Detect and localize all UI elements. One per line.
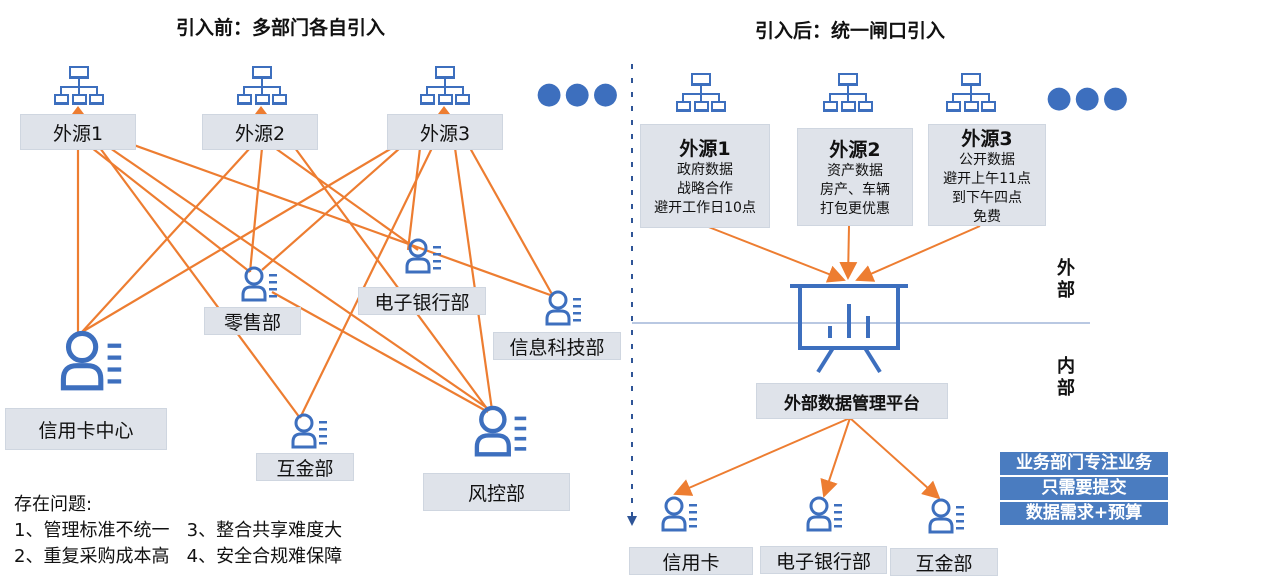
dept-ebank: 电子银行部: [358, 287, 486, 315]
after-source-2-line: 打包更优惠: [820, 201, 890, 217]
side-internal: 内 部: [1054, 356, 1078, 400]
issues-heading: 存在问题:: [14, 494, 93, 515]
platform-icon: [790, 284, 908, 374]
before-source-1: 外源1: [20, 114, 136, 150]
note-line: 业务部门专注业务: [1000, 452, 1168, 475]
after-source-3-line: 免费: [973, 208, 1001, 225]
after-source-3-line: 避开上午11点: [943, 170, 1031, 187]
before-ellipsis-icon: ●●●: [536, 76, 621, 111]
before-source-2: 外源2: [202, 114, 318, 150]
after-source-1-line: 战略合作: [677, 181, 733, 197]
after-dept-ebank: 电子银行部: [760, 546, 887, 574]
dept-credit-center: 信用卡中心: [5, 408, 167, 450]
issues-block: 存在问题: 1、管理标准不统一 3、整合共享难度大 2、重复采购成本高 4、安全…: [14, 492, 342, 570]
dept-fintech: 互金部: [256, 453, 354, 481]
side-internal-char: 部: [1057, 378, 1075, 399]
after-source-3-line: 公开数据: [959, 151, 1015, 168]
before-source-3: 外源3: [387, 114, 503, 150]
after-dept-credit: 信用卡: [629, 547, 753, 575]
side-external-char: 部: [1057, 280, 1075, 301]
after-source-1: 外源1 政府数据 战略合作 避开工作日10点: [640, 124, 770, 228]
after-source-2-name: 外源2: [829, 139, 881, 161]
after-source-1-line: 避开工作日10点: [654, 200, 756, 216]
note-line: 数据需求+预算: [1000, 502, 1168, 525]
dept-itech: 信息科技部: [493, 332, 621, 360]
after-source-icons: [676, 73, 996, 112]
after-source-3-line: 到下午四点: [952, 189, 1022, 206]
after-source-2: 外源2 资产数据 房产、车辆 打包更优惠: [797, 128, 913, 226]
note-line: 只需要提交: [1000, 477, 1168, 500]
side-external-char: 外: [1057, 258, 1075, 279]
side-internal-char: 内: [1057, 356, 1075, 377]
after-department-icons: [661, 496, 966, 534]
dept-risk: 风控部: [423, 473, 570, 511]
platform-label: 外部数据管理平台: [756, 383, 948, 419]
after-ellipsis-icon: ●●●: [1046, 80, 1131, 115]
side-external: 外 部: [1054, 258, 1078, 302]
before-title: 引入前：多部门各自引入: [176, 17, 386, 39]
dept-retail: 零售部: [204, 307, 301, 335]
divider: [627, 64, 637, 526]
after-source-2-line: 房产、车辆: [820, 182, 890, 198]
after-connections: [673, 225, 981, 500]
business-focus-note: 业务部门专注业务 只需要提交 数据需求+预算: [1000, 452, 1168, 527]
issues-line-2: 2、重复采购成本高 4、安全合规难保障: [14, 546, 343, 567]
after-source-3-name: 外源3: [961, 127, 1013, 150]
before-connections: [76, 138, 554, 419]
after-dept-fintech: 互金部: [890, 548, 998, 576]
after-source-1-line: 政府数据: [677, 162, 733, 178]
before-source-icons: [54, 66, 470, 114]
after-title: 引入后：统一闸口引入: [755, 20, 946, 42]
after-source-3: 外源3 公开数据 避开上午11点 到下午四点 免费: [928, 124, 1046, 226]
after-source-1-name: 外源1: [679, 138, 731, 160]
after-source-2-line: 资产数据: [827, 163, 883, 179]
issues-line-1: 1、管理标准不统一 3、整合共享难度大: [14, 520, 343, 541]
